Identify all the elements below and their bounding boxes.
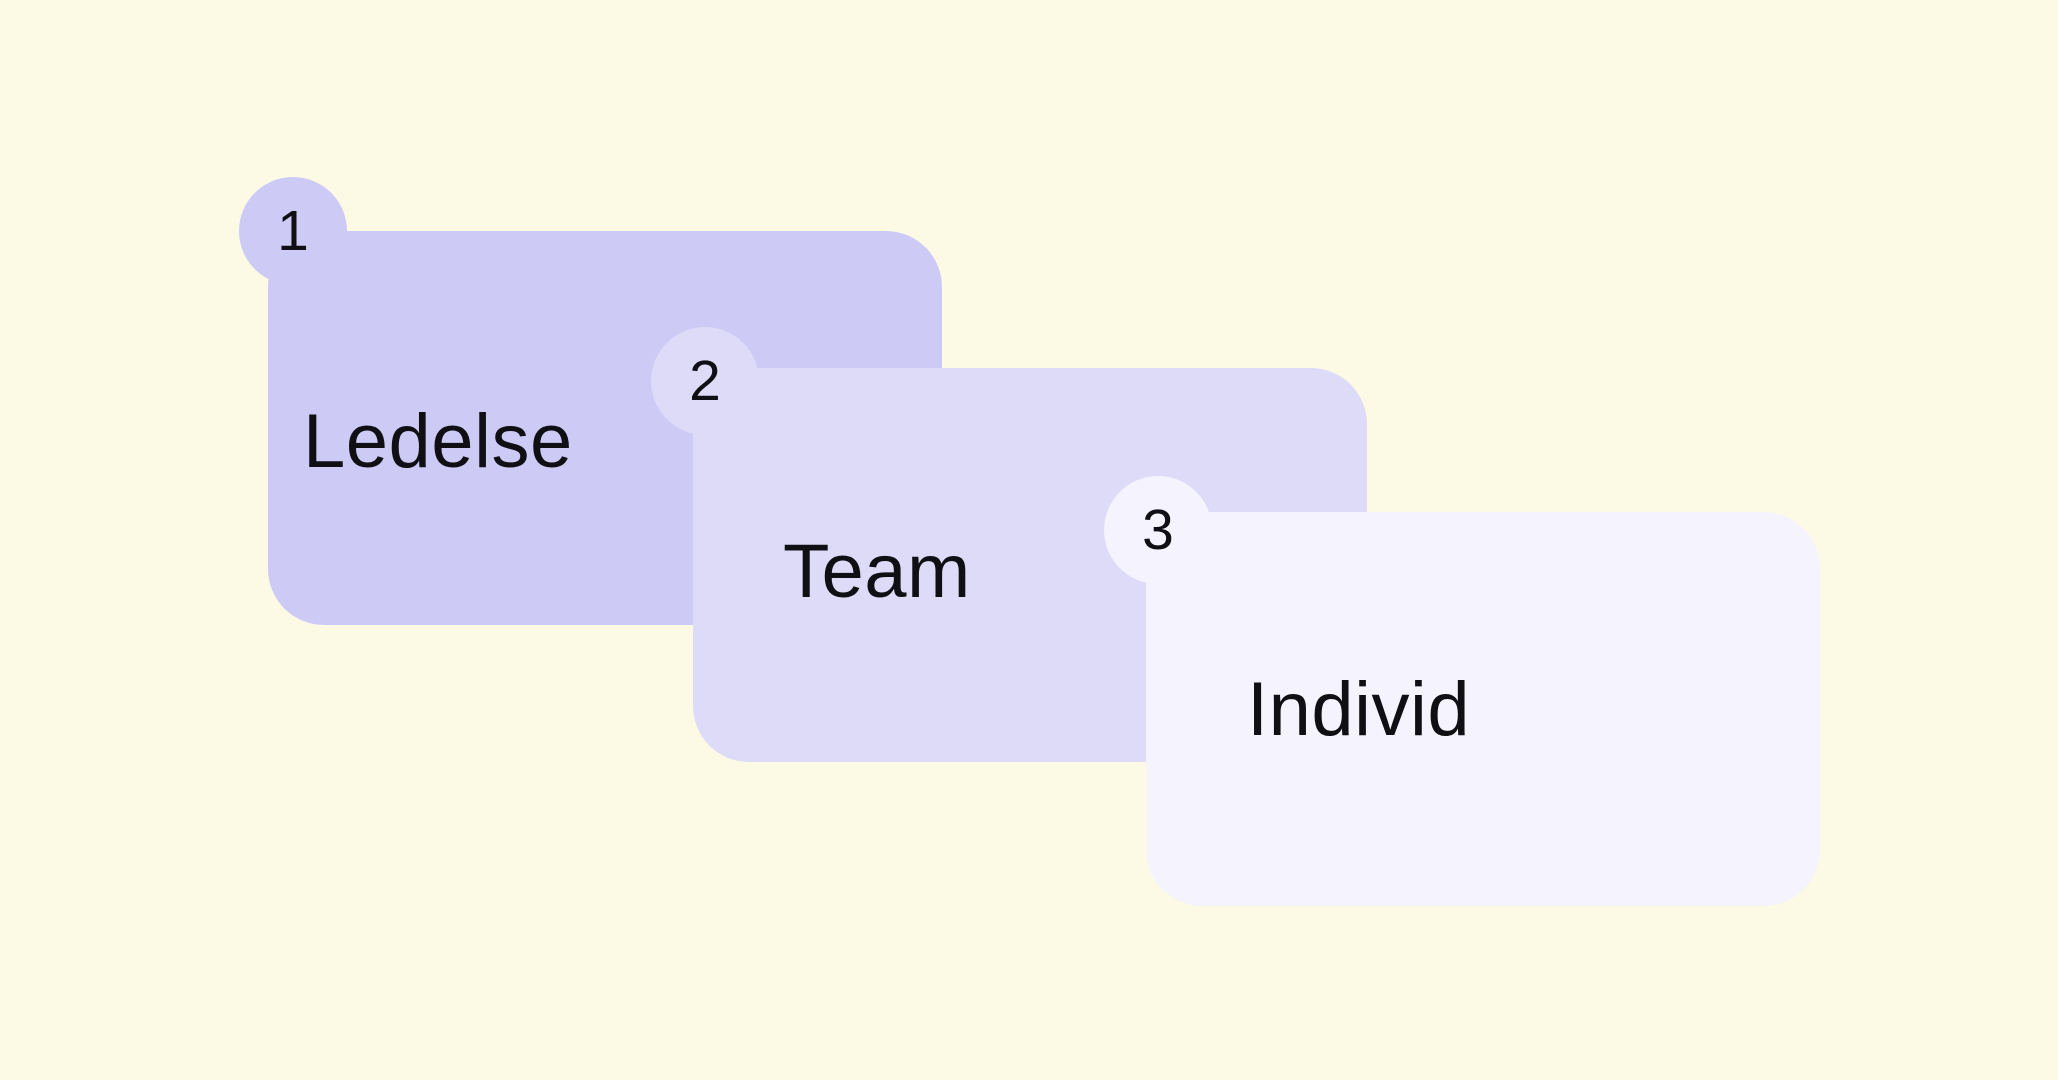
level-card-individ: 3 Individ (1104, 476, 1820, 906)
card-label-ledelse: Ledelse (303, 398, 573, 484)
card-label-team: Team (783, 528, 971, 614)
step-number: 2 (689, 348, 721, 413)
step-number: 1 (277, 198, 309, 263)
step-badge-1: 1 (239, 177, 347, 285)
step-badge-2: 2 (651, 327, 759, 435)
card-label-individ: Individ (1247, 666, 1471, 752)
step-number: 3 (1142, 497, 1174, 562)
step-badge-3: 3 (1104, 476, 1212, 584)
